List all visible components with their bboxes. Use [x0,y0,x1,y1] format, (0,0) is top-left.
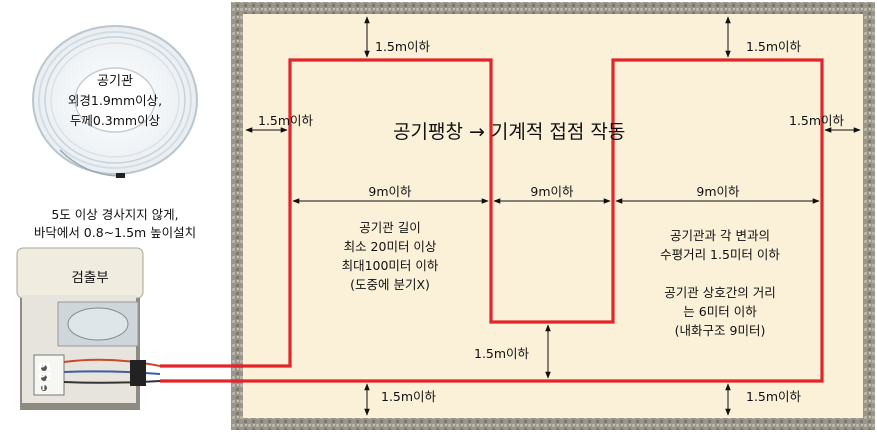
dim-top-right: 1.5m이하 [746,39,802,54]
dimension-arrows [245,16,861,416]
dim-left: 1.5m이하 [258,113,314,128]
dim-right: 1.5m이하 [789,113,845,128]
tube-label-line1: 공기관 [97,74,133,89]
span-mid: 9m이하 [530,184,574,199]
dim-bottom-right: 1.5m이하 [746,389,802,404]
detector-label: 검출부 [71,270,109,286]
air-tube-coil-image [32,25,198,178]
air-tube-route [160,58,824,383]
dim-mid-bottom: 1.5m이하 [474,346,530,361]
install-note-line2: 바닥에서 0.8~1.5m 높이설치 [33,225,197,240]
install-note-line1: 5도 이상 경사지지 않게, [51,207,179,222]
terminal-p2: P2 [38,372,53,383]
tube-label-line3: 두께0.3mm이상 [69,113,161,128]
dim-bottom-left: 1.5m이하 [381,389,437,404]
terminal-t: T [40,382,47,393]
tube-label-line2: 외경1.9mm이상, [67,93,163,108]
dim-top-left: 1.5m이하 [375,39,431,54]
span-right: 9m이하 [696,184,740,199]
room-floor [243,14,863,418]
span-left: 9m이하 [368,184,412,199]
note-spacing: 공기관과 각 변과의 수평거리 1.5미터 이하 공기관 상호간의 거리 는 6… [660,228,780,338]
detector-unit-image [16,247,161,410]
headline: 공기팽창 → 기계적 접점 작동 [393,121,626,143]
terminal-p1: P1 [38,362,53,373]
note-tube-length: 공기관 길이 최소 20미터 이상 최대100미터 이하 (도중에 분기X) [341,220,439,292]
